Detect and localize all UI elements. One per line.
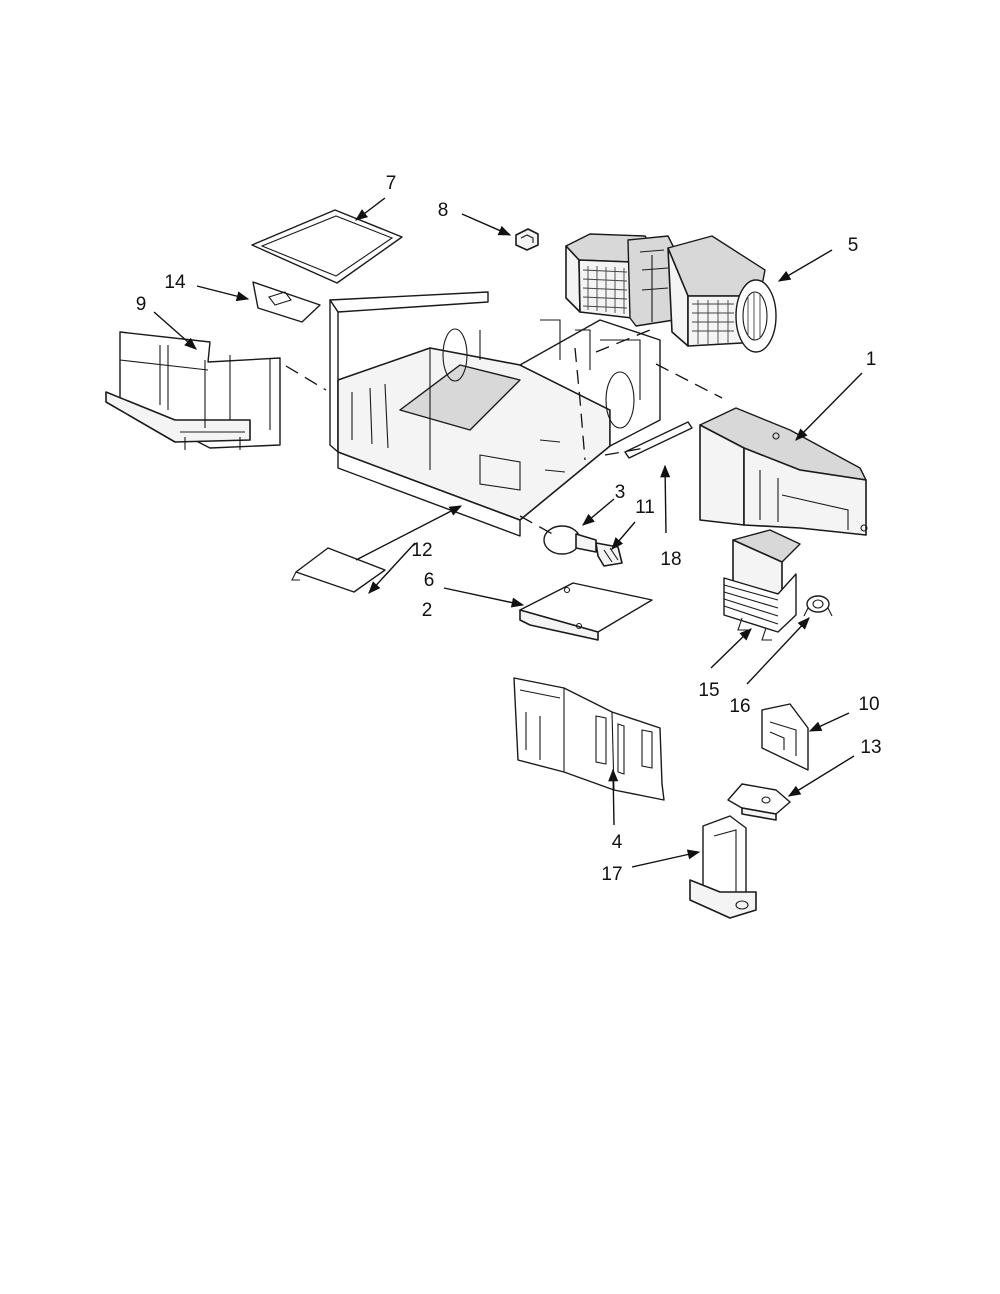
part-2-cover [291, 547, 386, 593]
callout-3: 3 [615, 482, 626, 503]
part-14-plate [252, 281, 321, 323]
assembly-lines [285, 329, 723, 537]
callout-1: 1 [866, 349, 877, 370]
part-11-socket [595, 542, 623, 567]
callout-12: 12 [411, 540, 432, 561]
part-7-filter [251, 209, 403, 284]
part-17-guide [689, 815, 757, 919]
callout-15: 15 [698, 680, 719, 701]
part-5-blower [565, 233, 777, 353]
callout-11: 11 [635, 497, 655, 518]
callout-6: 6 [424, 570, 435, 591]
part-9-duct [105, 331, 281, 450]
callout-17: 17 [601, 864, 622, 885]
part-10-bracket [761, 703, 809, 771]
callout-4: 4 [612, 832, 623, 853]
callout-7: 7 [386, 173, 397, 194]
callout-2: 2 [422, 600, 433, 621]
callout-9: 9 [136, 294, 147, 315]
leader-lines [153, 197, 863, 868]
callout-labels: 7 8 5 14 9 1 3 11 18 12 6 2 15 16 10 13 … [136, 173, 882, 885]
callout-18: 18 [660, 549, 681, 570]
part-8-clip [515, 228, 539, 251]
callout-16: 16 [729, 696, 750, 717]
part-18-rod [624, 421, 693, 459]
callout-14: 14 [164, 272, 186, 293]
part-16-thermostat [803, 595, 833, 617]
callout-5: 5 [848, 235, 859, 256]
callout-13: 13 [860, 737, 881, 758]
part-6-plate [519, 582, 653, 641]
part-13-mount [727, 783, 791, 821]
callout-10: 10 [858, 694, 879, 715]
callout-8: 8 [438, 200, 449, 221]
part-4-panel [513, 677, 665, 801]
part-12-chassis [329, 291, 661, 537]
part-15-transformer [723, 529, 801, 641]
part-1-shroud [699, 407, 868, 536]
part-3-bulb [543, 525, 597, 555]
